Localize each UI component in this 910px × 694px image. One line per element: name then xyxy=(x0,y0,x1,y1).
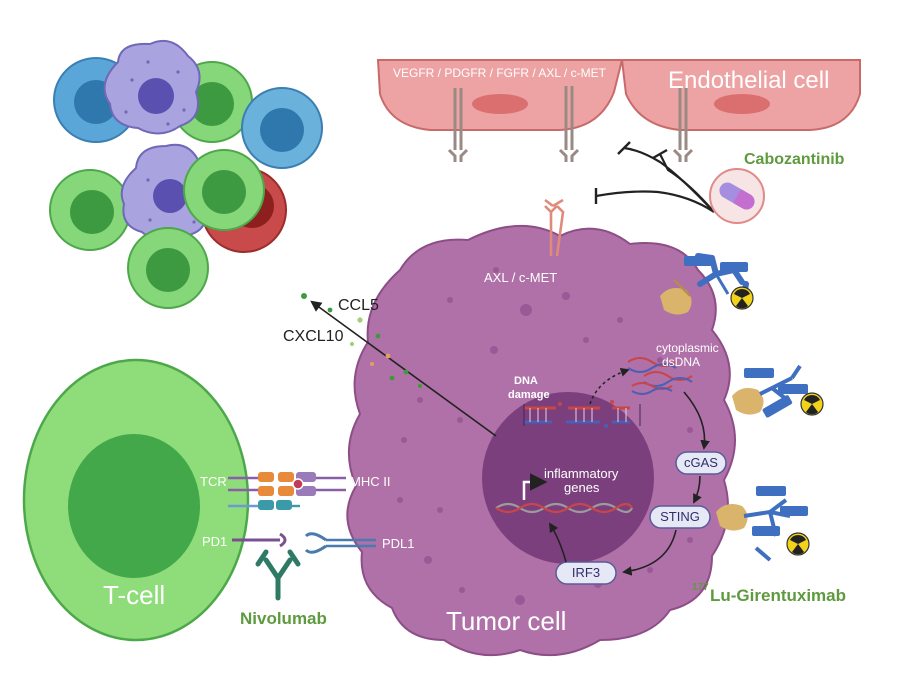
pd1-label: PD1 xyxy=(202,534,227,549)
cgas-pill xyxy=(675,451,727,475)
tcr-domain xyxy=(278,486,294,496)
radiolabeled-antibody xyxy=(660,253,754,315)
radiolabeled-antibody xyxy=(732,364,824,418)
capsule-pill-icon xyxy=(719,182,755,210)
endothelial-cells: VEGFR / PDGFR / FGFR / AXL / c-MET Endot… xyxy=(376,59,861,162)
chemokine-particles xyxy=(301,293,422,388)
blue-cell-nucleus xyxy=(260,108,304,152)
tcr-mhc2-synapse: MHC II xyxy=(228,472,390,510)
endothelial-nucleus xyxy=(472,94,528,114)
inhibition-bar xyxy=(652,148,668,160)
tumor-cell-label: Tumor cell xyxy=(446,606,566,636)
radiation-icon xyxy=(800,392,824,416)
chemokine-arrow xyxy=(310,300,497,437)
ccl5-label: CCL5 xyxy=(338,297,379,314)
tcr-domain xyxy=(278,472,294,482)
tcr-domain xyxy=(258,472,274,482)
pd1-head xyxy=(279,532,287,548)
nivolumab: Nivolumab xyxy=(240,549,327,628)
ca9-antigen-icon xyxy=(716,504,748,531)
inhibition-bar xyxy=(617,141,631,155)
pdl1-label: PDL1 xyxy=(382,536,415,551)
pdl1-head xyxy=(304,532,327,542)
mhc2-chain xyxy=(316,476,346,492)
pathway-arrow xyxy=(683,391,710,450)
tcr-label: TCR xyxy=(200,474,227,489)
cgas-label: cGAS xyxy=(684,455,718,470)
green-cell-nucleus xyxy=(190,82,234,126)
cxcl10-label: CXCL10 xyxy=(283,328,344,345)
irf3-label: IRF3 xyxy=(572,565,600,580)
mhc2-label: MHC II xyxy=(350,474,390,489)
cytoplasmic-label-1: cytoplasmic xyxy=(656,341,719,355)
dna-damage-label-1: DNA xyxy=(514,375,538,387)
inflammatory-label-1: inflammatory xyxy=(544,466,619,481)
ca9-antigen-icon xyxy=(660,279,692,315)
tcr-domain xyxy=(258,486,274,496)
purple-cell-nucleus xyxy=(153,179,187,213)
cytoplasmic-label-2: dsDNA xyxy=(662,355,700,369)
radiation-icon xyxy=(786,532,810,556)
inhibition-line xyxy=(595,190,715,213)
pdl1-stem xyxy=(326,538,376,548)
inhibition-line xyxy=(659,153,715,213)
tumor-cell: AXL / c-MET DNA damage cytoplasmic dsDNA xyxy=(346,198,736,657)
green-cell-nucleus xyxy=(70,190,114,234)
radiolabeled-antibody xyxy=(716,486,810,562)
endothelial-cell-label: Endothelial cell xyxy=(668,67,829,94)
pathway-arrow xyxy=(693,475,702,504)
inhibition-line xyxy=(623,146,715,213)
coreceptor-domain xyxy=(258,500,274,510)
cytoplasmic-dsdna-icon xyxy=(627,357,693,395)
receptor-tyrosine-kinase-icon xyxy=(447,86,694,162)
cabozantinib-inhibition: Cabozantinib xyxy=(594,141,845,224)
tumor-nucleus xyxy=(482,392,654,564)
green-cell-nucleus xyxy=(202,170,246,214)
cabozantinib-label: Cabozantinib xyxy=(744,151,845,168)
dna-damage-label-2: damage xyxy=(508,389,550,401)
inflammatory-label-2: genes xyxy=(564,480,600,495)
t-cell-label: T-cell xyxy=(103,580,165,610)
pathway-arrow xyxy=(622,529,677,576)
endothelial-nucleus xyxy=(714,94,770,114)
ca9-antigen-icon xyxy=(732,388,764,415)
damaged-dna-icon xyxy=(523,400,641,428)
coreceptor-domain xyxy=(276,500,292,510)
chemokine-secretion: CCL5 CXCL10 xyxy=(283,293,497,437)
t-cell: T-cell TCR PD1 xyxy=(22,358,250,642)
nivolumab-antibody-icon xyxy=(255,549,301,601)
nivolumab-label: Nivolumab xyxy=(240,609,327,628)
inflammatory-genes-dna-icon xyxy=(495,502,633,514)
irf3-pill xyxy=(555,561,617,585)
purple-cell-nucleus xyxy=(138,78,174,114)
lu-girentuximab-group: 177 Lu-Girentuximab xyxy=(660,253,846,605)
antigen-peptide-icon xyxy=(292,478,304,490)
pd1-pdl1-interaction: PDL1 xyxy=(232,532,415,554)
axl-cmet-label: AXL / c-MET xyxy=(484,270,557,285)
tcr-chain xyxy=(228,476,262,492)
dsdna-release-arrow xyxy=(589,368,630,405)
transcription-arrow-icon xyxy=(522,473,548,500)
lu-superscript: 177 xyxy=(692,582,709,593)
sting-label: STING xyxy=(660,509,700,524)
sting-pill xyxy=(649,505,711,529)
t-cell-nucleus xyxy=(68,434,200,578)
pdl1-head xyxy=(304,544,327,554)
green-cell-nucleus xyxy=(146,248,190,292)
immune-cell-cluster xyxy=(49,40,323,309)
pathway-arrow xyxy=(548,522,567,563)
axl-cmet-receptor-icon xyxy=(544,198,565,257)
lu-girentuximab-label: Lu-Girentuximab xyxy=(710,586,846,605)
receptors-label: VEGFR / PDGFR / FGFR / AXL / c-MET xyxy=(393,66,607,80)
radiation-icon xyxy=(730,286,754,310)
